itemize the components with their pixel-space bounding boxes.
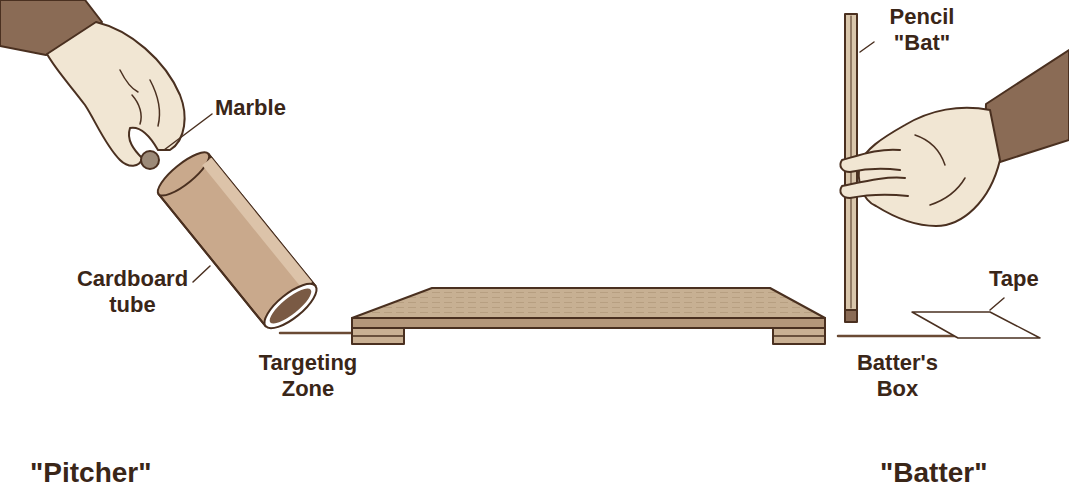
leader-line (990, 298, 1004, 310)
tape (912, 312, 1040, 338)
marble (141, 151, 159, 169)
role-label: "Batter" (880, 456, 1060, 490)
pencil-eraser (845, 310, 857, 322)
part-label: Cardboard tube (70, 266, 195, 319)
board-top (352, 288, 825, 318)
board-edge (352, 318, 825, 328)
part-label: Batter's Box (835, 350, 960, 403)
part-label: Tape (989, 266, 1064, 292)
batter-sleeve (986, 50, 1069, 162)
leader-line (193, 266, 210, 282)
role-label: "Pitcher" (30, 456, 220, 490)
leader-line (164, 114, 212, 150)
part-label: Targeting Zone (233, 350, 383, 403)
pitcher-hand (47, 22, 185, 166)
leader-line (860, 42, 874, 52)
board-support (352, 328, 404, 344)
part-label: Pencil "Bat" (872, 4, 972, 57)
board-support (773, 328, 825, 344)
targeting-zone-line (280, 332, 352, 335)
part-label: Marble (215, 95, 325, 121)
cardboard-tube (152, 146, 323, 335)
